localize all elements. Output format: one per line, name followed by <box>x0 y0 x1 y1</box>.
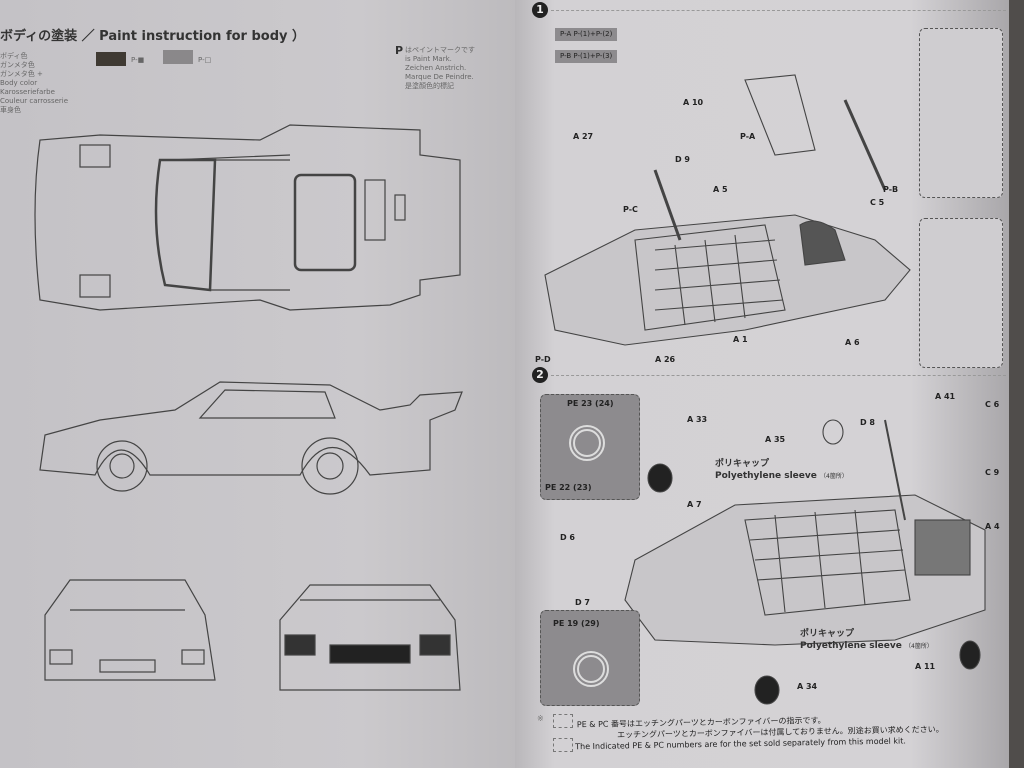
footnote-mark: ※ <box>537 714 544 723</box>
chassis-step2 <box>624 419 986 705</box>
background-surface <box>1009 0 1024 768</box>
part-label: A 7 <box>687 500 702 509</box>
part-label: A 10 <box>683 98 704 107</box>
car-side-view <box>39 381 463 495</box>
pe-label: PE 23 (24) <box>567 399 614 408</box>
assembly-drawings <box>544 74 986 705</box>
part-label: A 11 <box>915 662 936 671</box>
dashed-box-icon <box>553 738 573 752</box>
legend-line: Couleur carrosserie <box>0 97 69 105</box>
part-label: A 6 <box>845 338 860 347</box>
legend-line: ボディ色 <box>0 52 28 60</box>
legend: ボディ色 ガンメタ色 ガンメタ色 + Body color Karosserie… <box>0 52 68 115</box>
part-label: A 1 <box>733 335 748 344</box>
pe-inset-box: PE 23 (24) PE 22 (23) <box>540 394 640 500</box>
part-label: C 6 <box>985 400 1000 409</box>
step-divider <box>551 10 1006 11</box>
sleeve-jp: ポリキャップ <box>715 459 770 469</box>
sleeve-note: ポリキャップ Polyethylene sleeve （4箇所） <box>800 628 933 653</box>
part-label: P-B <box>883 185 899 194</box>
car-top-view <box>34 124 461 311</box>
legend-line: ガンメタ色 <box>0 61 35 69</box>
left-page-paint-instructions: ボディの塗装 ／ Paint instruction for body ） ボデ… <box>0 0 515 768</box>
step-number: 2 <box>532 367 548 383</box>
swatch-dark <box>96 52 126 66</box>
pe-label: PE 22 (23) <box>545 483 592 492</box>
note-line: はペイントマークです <box>405 46 475 54</box>
part-label: A 41 <box>935 392 956 401</box>
part-label: A 5 <box>713 185 728 194</box>
paint-mark-icon: P <box>395 44 404 57</box>
brake-disc-icon <box>573 651 609 687</box>
right-page-assembly-steps: 1 P-A P-(1)+P-(2) P-B P-(1)+P-(3) A 10 A <box>515 0 1009 768</box>
swatch-label: P-□ <box>198 56 212 64</box>
legend-line: Karosseriefarbe <box>0 88 55 96</box>
note-line: Marque De Peindre. <box>405 73 474 81</box>
detail-inset <box>919 28 1003 198</box>
note-line: Zeichen Anstrich. <box>405 64 467 72</box>
swatch-gray <box>163 50 193 64</box>
step1-header: P-B P-(1)+P-(3) <box>555 50 618 63</box>
swatch-label: P-■ <box>131 56 145 64</box>
pe-inset-box: PE 19 (29) <box>540 610 640 706</box>
part-label: A 35 <box>765 435 786 444</box>
part-label: A 26 <box>655 355 676 364</box>
step-divider <box>551 375 1006 376</box>
sleeve-note: ポリキャップ Polyethylene sleeve （4箇所） <box>715 458 848 483</box>
sleeve-count: （4箇所） <box>905 643 933 650</box>
pe-label: PE 19 (29) <box>553 619 600 628</box>
part-label: A 4 <box>985 522 1000 531</box>
sleeve-en: Polyethylene sleeve <box>715 471 817 481</box>
part-label: P-C <box>623 205 638 214</box>
part-label: P-A <box>740 132 756 141</box>
part-label: C 5 <box>870 198 885 207</box>
part-label: P-D <box>535 355 551 364</box>
note-line: is Paint Mark. <box>405 55 452 63</box>
sleeve-en: Polyethylene sleeve <box>800 641 902 651</box>
step1-header: P-A P-(1)+P-(2) <box>555 28 618 41</box>
car-rear-view <box>279 584 461 691</box>
legend-line: ガンメタ色 + <box>0 70 43 78</box>
part-label: C 9 <box>985 468 1000 477</box>
sleeve-jp: ポリキャップ <box>800 629 855 639</box>
brake-disc-icon <box>569 425 605 461</box>
detail-inset <box>919 218 1003 368</box>
part-label: D 8 <box>860 418 875 427</box>
dashed-box-icon <box>553 714 573 728</box>
part-label: D 6 <box>560 533 575 542</box>
part-label: A 27 <box>573 132 594 141</box>
part-label: D 7 <box>575 598 590 607</box>
car-front-view <box>44 579 216 681</box>
part-label: D 9 <box>675 155 690 164</box>
legend-line: 車身色 <box>0 106 21 114</box>
part-label: A 34 <box>797 682 818 691</box>
paint-title: ボディの塗装 ／ Paint instruction for body ） <box>0 29 306 44</box>
car-drawings <box>34 124 463 691</box>
footnote: PE & PC 番号はエッチングパーツとカーボンファイバーの指示です。 エッチン… <box>575 713 944 752</box>
part-label: A 33 <box>687 415 708 424</box>
paint-mark-note: はペイントマークです is Paint Mark. Zeichen Anstri… <box>405 46 475 91</box>
sleeve-count: （4箇所） <box>820 473 848 480</box>
step-number: 1 <box>532 2 548 18</box>
chassis-step1 <box>544 74 911 346</box>
legend-line: Body color <box>0 79 38 87</box>
note-line: 是塗顏色的標記 <box>405 82 454 90</box>
